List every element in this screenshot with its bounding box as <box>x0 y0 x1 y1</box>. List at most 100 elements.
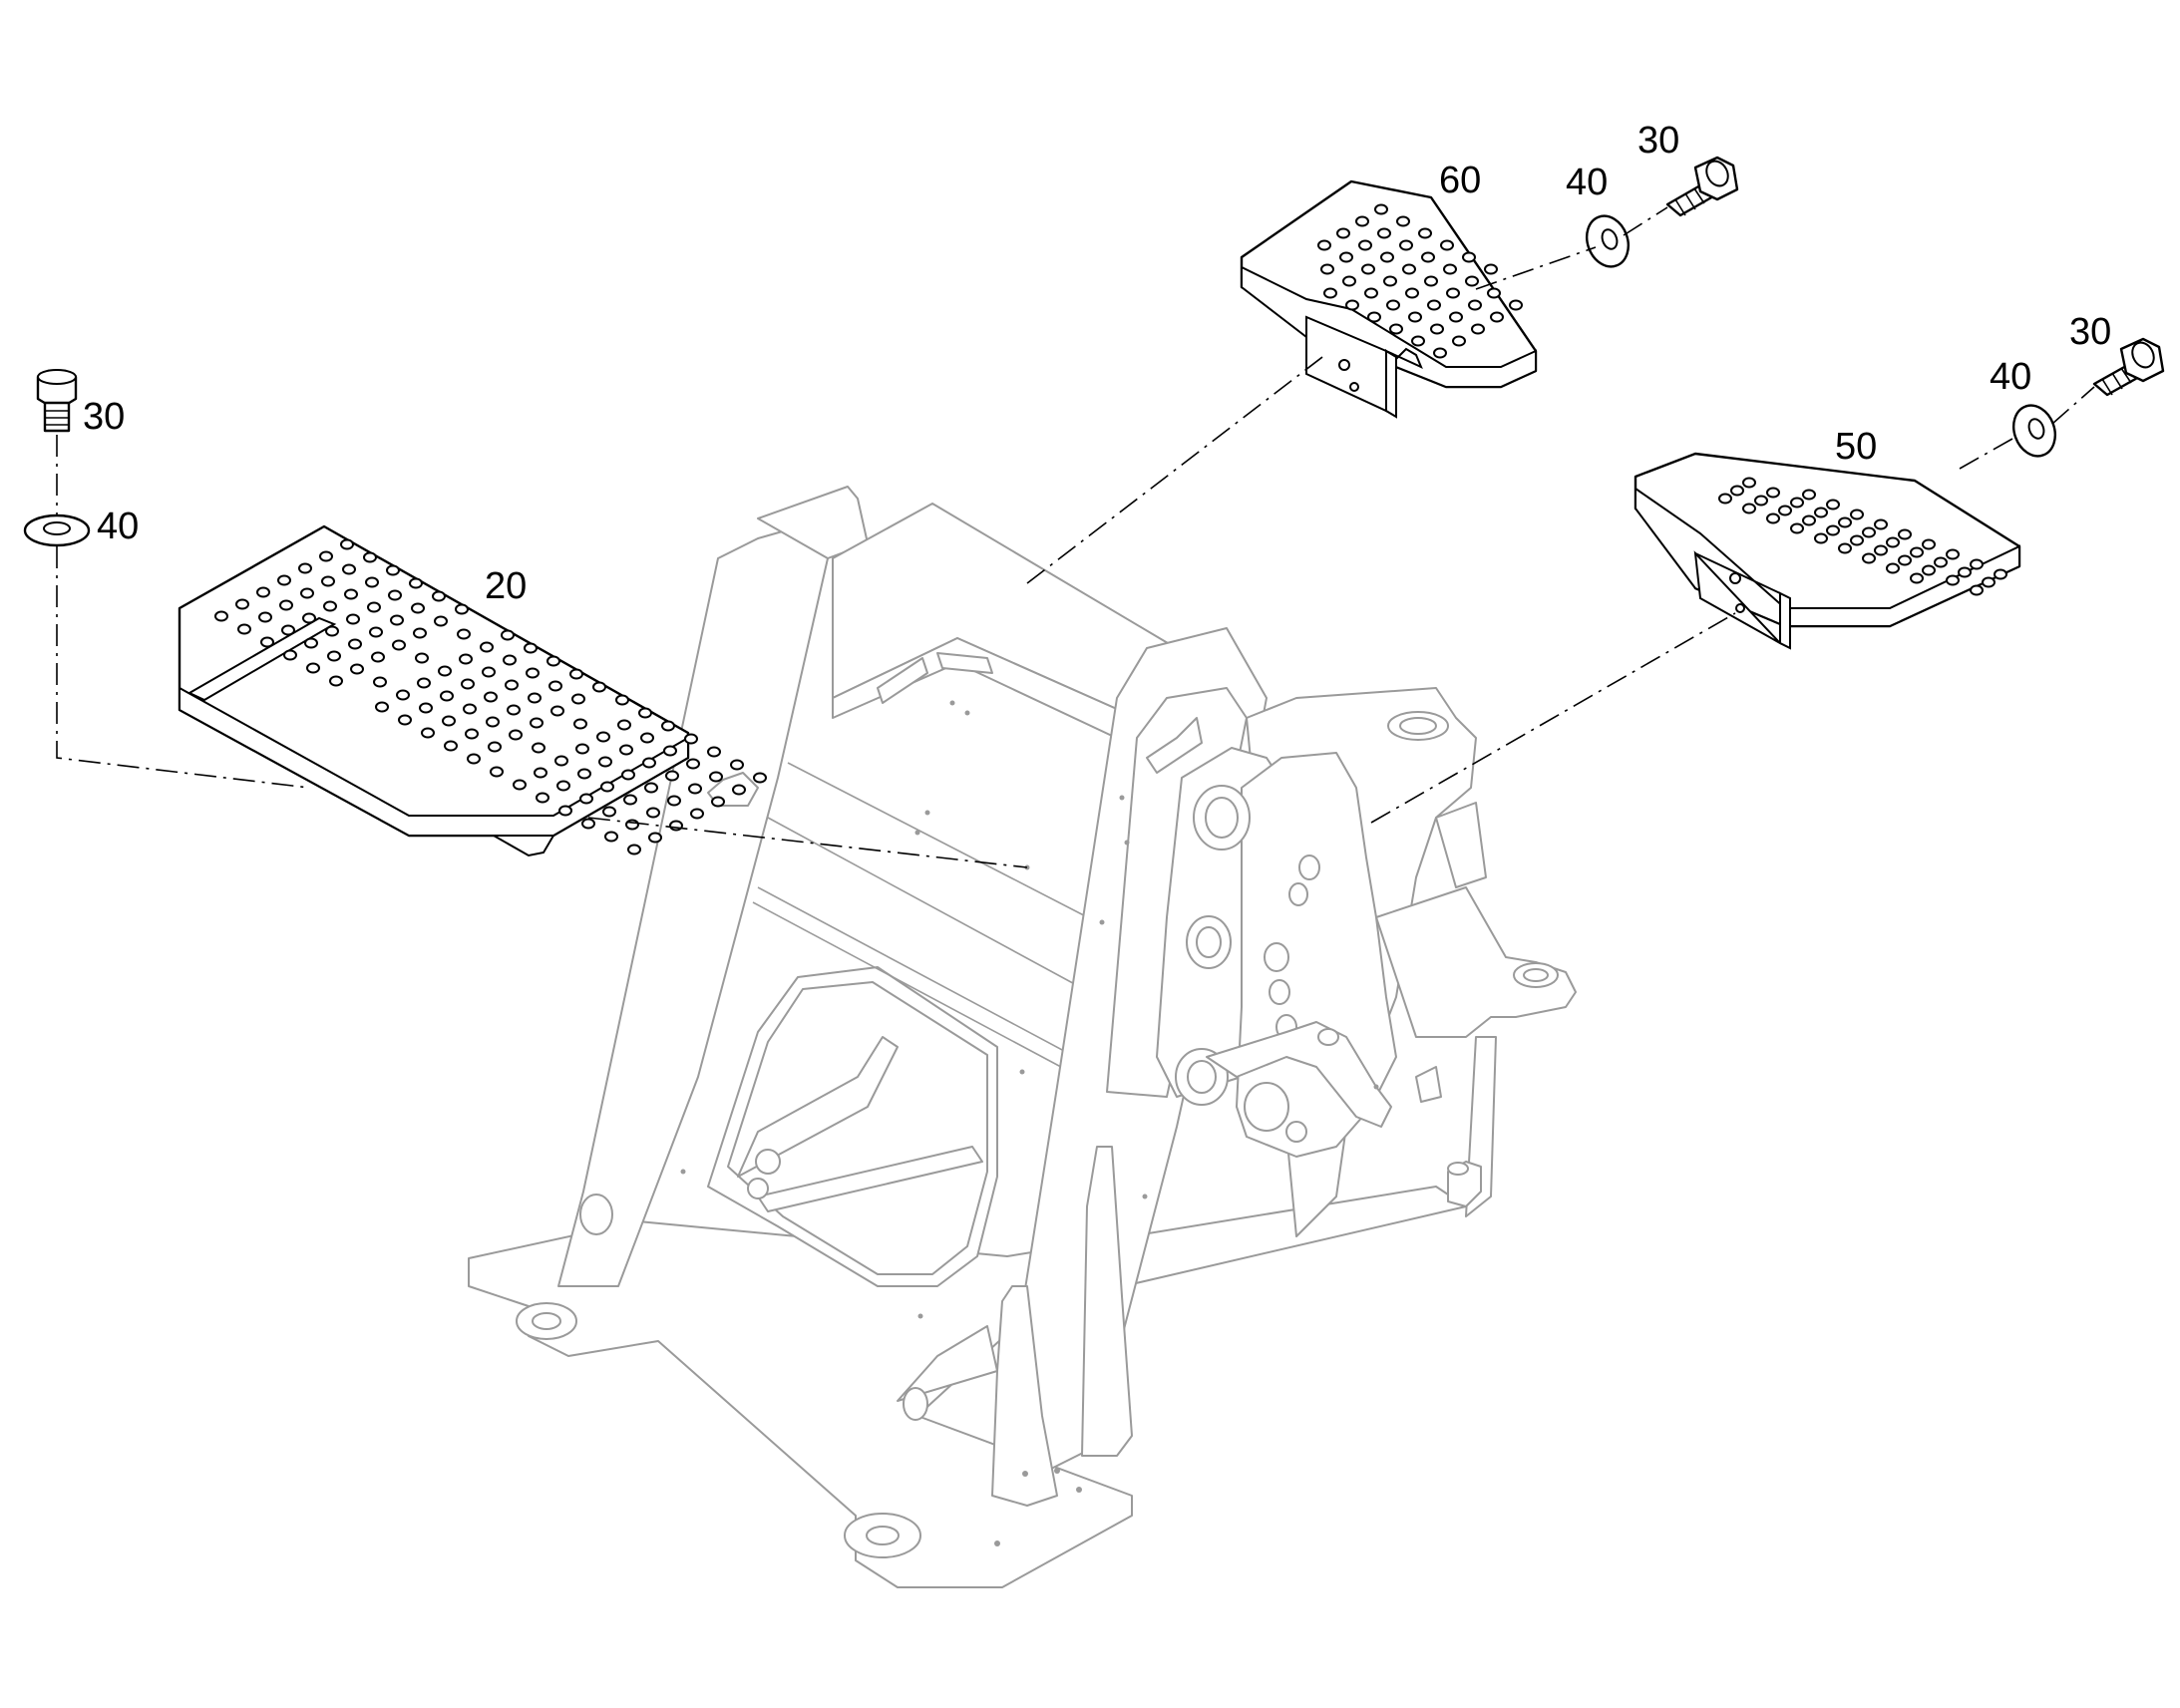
hole <box>1862 526 1876 538</box>
hole <box>1886 562 1900 574</box>
hole <box>490 766 504 778</box>
hole <box>1946 574 1960 586</box>
washer-icon <box>1586 214 1630 268</box>
hole <box>1766 487 1780 499</box>
hole <box>617 719 631 731</box>
hole <box>596 731 610 743</box>
hole <box>1730 485 1744 497</box>
hole <box>1802 514 1816 526</box>
hole <box>488 741 502 753</box>
hole <box>575 743 589 755</box>
hole <box>455 603 469 615</box>
hole <box>415 652 429 664</box>
hole <box>1424 275 1438 287</box>
hole <box>409 577 423 589</box>
hole <box>1898 554 1912 566</box>
hole <box>1487 287 1501 299</box>
hole <box>507 704 521 716</box>
hole <box>1922 538 1936 550</box>
loader-front-frame <box>468 486 1577 1588</box>
hole <box>556 780 570 792</box>
hole <box>1418 227 1432 239</box>
hole <box>536 792 549 804</box>
hole <box>442 715 456 727</box>
hole <box>319 550 333 562</box>
hole <box>1364 287 1378 299</box>
hole <box>1427 299 1441 311</box>
hole <box>548 680 562 692</box>
hole <box>1345 299 1359 311</box>
hole <box>648 832 662 844</box>
hole <box>592 681 606 693</box>
hole <box>571 693 585 705</box>
hole <box>600 781 614 793</box>
hole <box>1411 335 1425 347</box>
hole <box>1934 556 1948 568</box>
hole <box>281 624 295 636</box>
washer-icon <box>2012 404 2056 458</box>
hole <box>1396 215 1410 227</box>
hole <box>526 667 540 679</box>
hole <box>1389 323 1403 335</box>
hole <box>1452 335 1466 347</box>
hole <box>554 755 568 767</box>
hole <box>598 756 612 768</box>
hole <box>348 638 362 650</box>
hole <box>325 625 339 637</box>
hole <box>279 599 293 611</box>
hole <box>661 720 675 732</box>
hole <box>375 701 389 713</box>
hole <box>1826 499 1840 511</box>
hole <box>1862 552 1876 564</box>
callout-washer-left: 40 <box>97 506 139 547</box>
hole <box>621 769 635 781</box>
hole <box>1446 287 1460 299</box>
hole <box>413 627 427 639</box>
callout-step-50: 50 <box>1835 426 1877 468</box>
hole <box>396 689 410 701</box>
hole <box>503 654 517 666</box>
hole <box>1380 251 1394 263</box>
washer-icon <box>23 513 91 547</box>
hole <box>686 758 700 770</box>
hole <box>663 745 677 757</box>
hole <box>421 727 435 739</box>
hole <box>513 779 527 791</box>
hole <box>214 610 228 622</box>
step-60-holes <box>1317 203 1523 359</box>
hole <box>304 637 318 649</box>
hole <box>1336 227 1350 239</box>
hole <box>256 586 270 598</box>
hole <box>350 663 364 675</box>
hole <box>342 563 356 575</box>
hole <box>1374 203 1388 215</box>
hole <box>558 805 572 817</box>
hole <box>640 732 654 744</box>
step-50-holes <box>1718 477 2007 596</box>
hole <box>1802 489 1816 501</box>
hole <box>1898 528 1912 540</box>
hole <box>615 694 629 706</box>
hole <box>417 677 431 689</box>
hole <box>534 767 547 779</box>
hole <box>1742 503 1756 514</box>
hole <box>367 601 381 613</box>
hole <box>581 818 595 830</box>
hole <box>363 551 377 563</box>
bolt-icon <box>2092 337 2165 397</box>
hole <box>623 794 637 806</box>
hole <box>300 587 314 599</box>
hole <box>298 562 312 574</box>
hole <box>438 665 452 677</box>
hole <box>642 757 656 769</box>
hole <box>386 564 400 576</box>
hole <box>707 746 721 758</box>
hole <box>371 651 385 663</box>
hole <box>1317 239 1331 251</box>
step-part-50 <box>1634 452 2021 650</box>
hole <box>619 744 633 756</box>
hole <box>1766 512 1780 524</box>
hole <box>327 650 341 662</box>
hole <box>1468 299 1482 311</box>
